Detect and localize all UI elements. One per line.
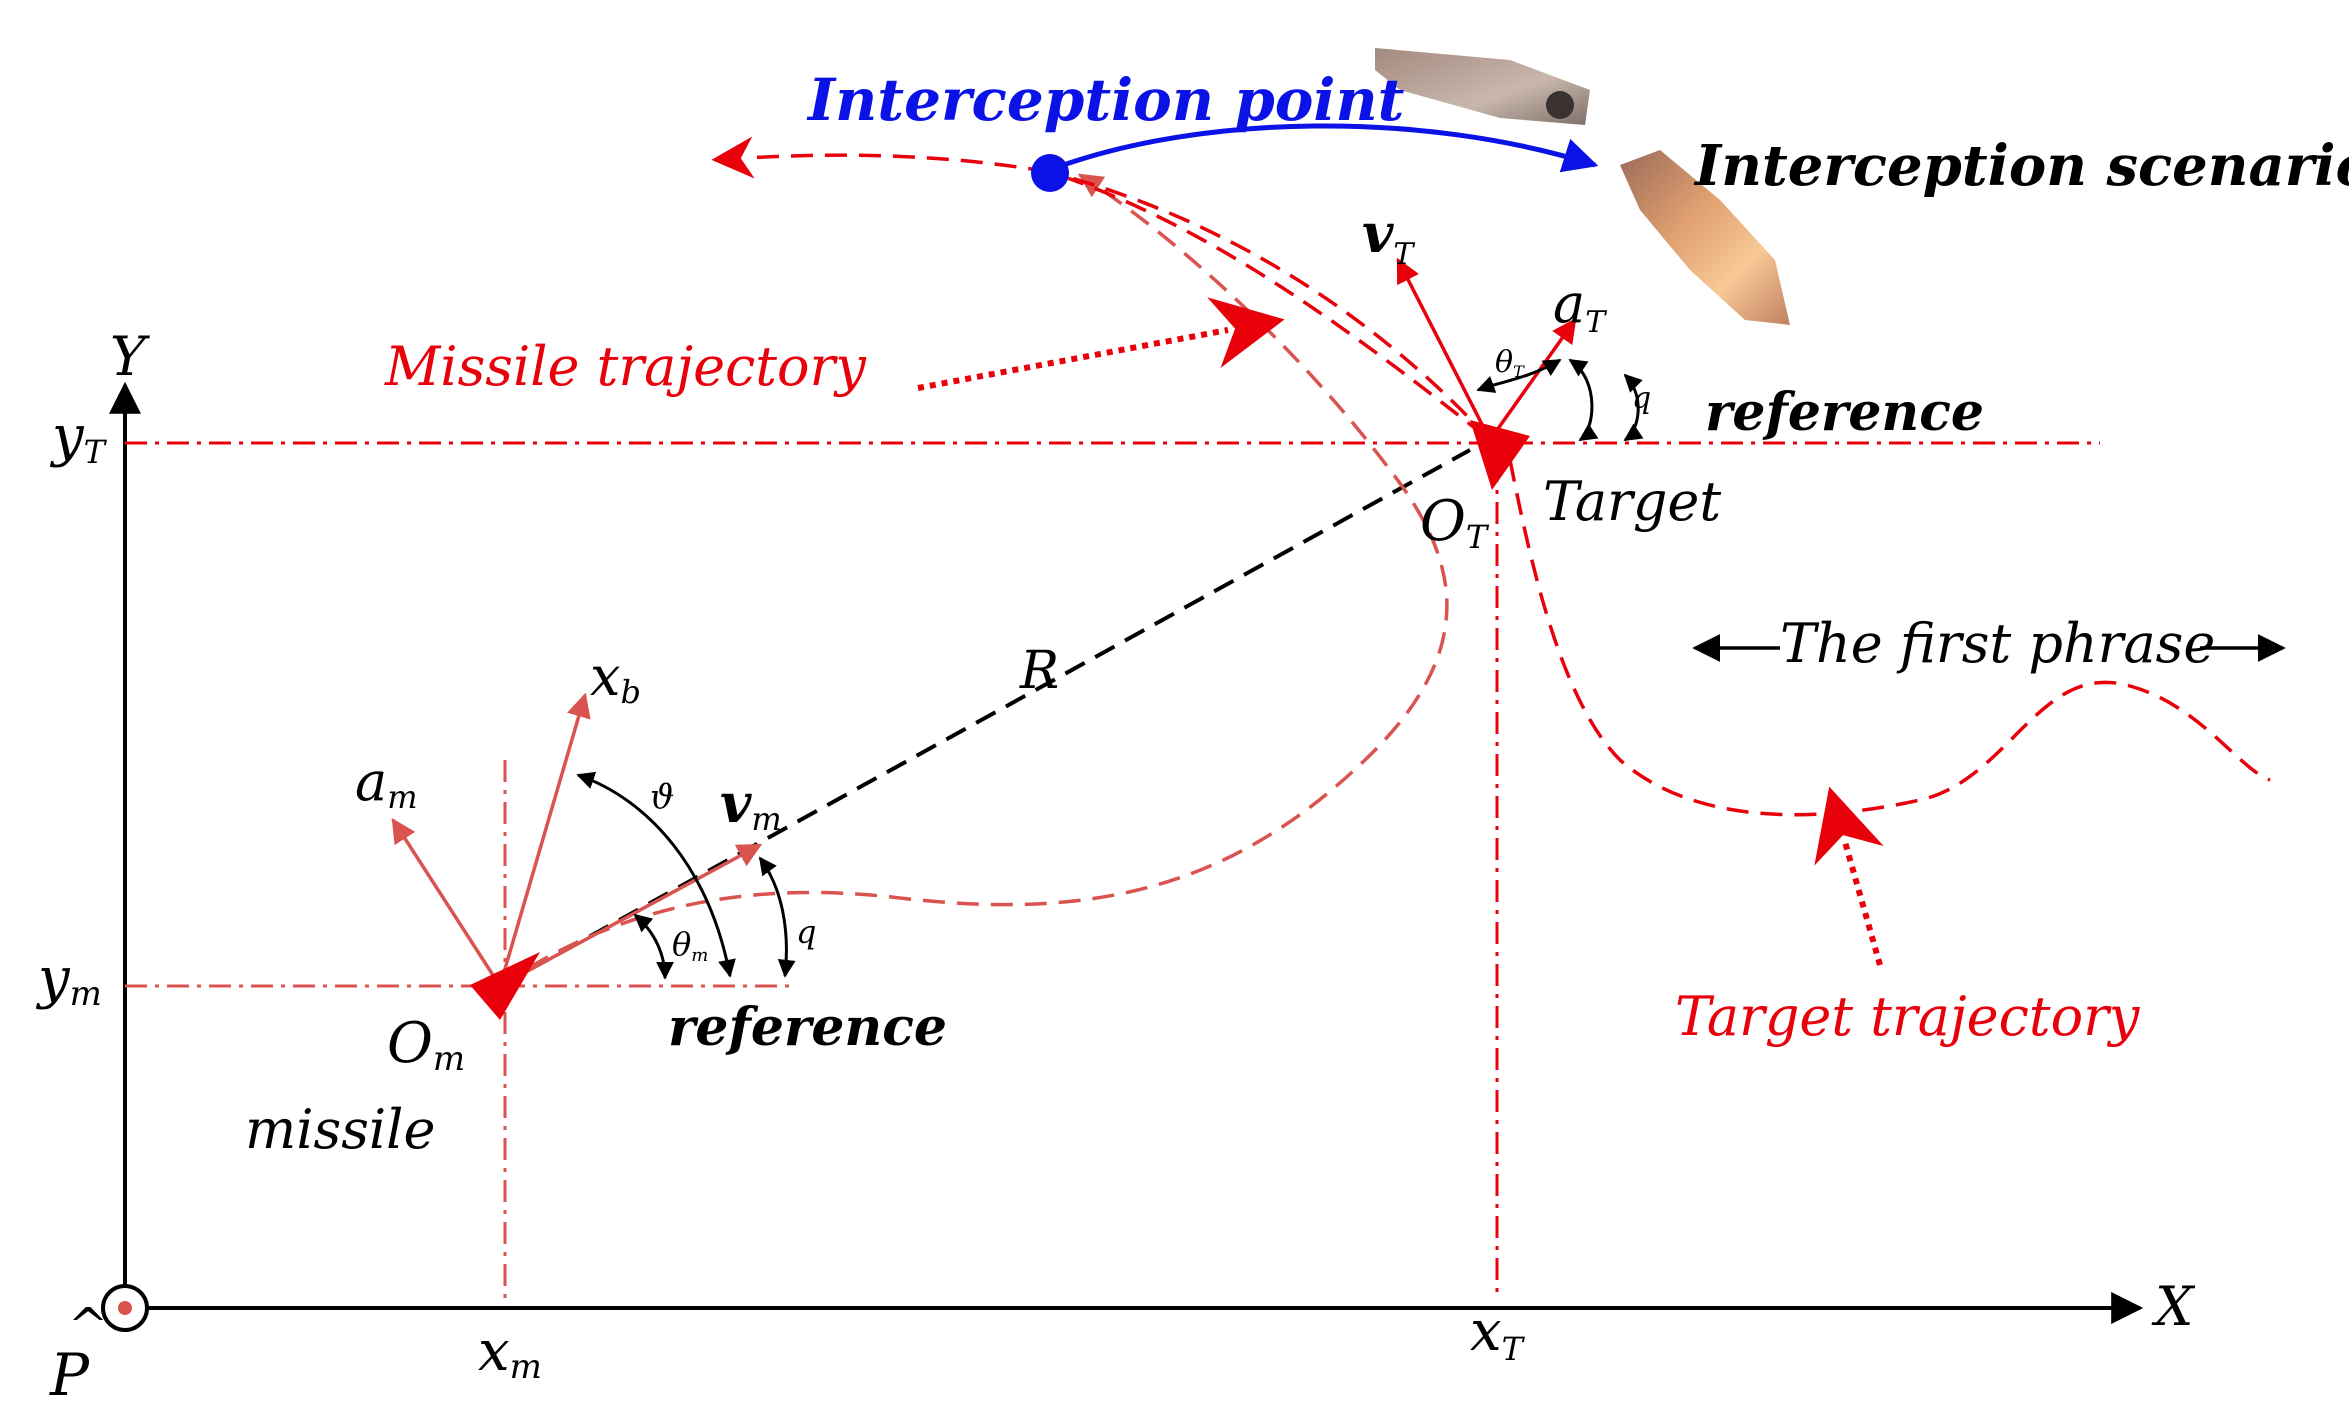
a-m-label: am — [355, 750, 418, 816]
missile-trajectory-pointer — [917, 297, 1285, 391]
reference-lines — [125, 441, 2100, 1300]
target-acceleration-vector — [1488, 318, 1577, 442]
o-t-label: OT — [1420, 489, 1490, 556]
y-t-tick-label: yT — [49, 404, 108, 471]
theta-pitch-label: ϑ — [650, 777, 674, 817]
pointer-arrows — [917, 297, 1884, 966]
target-trajectory-pointer — [1814, 786, 1884, 966]
trajectories — [499, 136, 2271, 988]
target-vectors — [1396, 257, 1644, 490]
predicted-trajectory-curve-1 — [1049, 170, 1492, 442]
theta-pitch-arc — [576, 771, 736, 978]
theta-t-label: θT — [1495, 345, 1525, 381]
v-m-label: vm — [720, 771, 782, 838]
interception-point-dot — [1031, 154, 1069, 192]
x-b-label: xb — [590, 645, 641, 711]
range-label: R — [1019, 641, 1059, 701]
target-velocity-vector — [1396, 257, 1492, 441]
origin-marker-dot — [118, 1301, 132, 1315]
a-t-label: aT — [1553, 272, 1607, 340]
q-t-arc-upper — [1568, 358, 1599, 442]
q-t-arc-lower — [1623, 373, 1644, 442]
interception-extension-curve — [711, 136, 1051, 179]
theta-m-label: θm — [672, 925, 708, 966]
missile-trajectory-label: Missile trajectory — [384, 335, 867, 398]
reference-bottom-label: reference — [668, 997, 947, 1058]
missile-trajectory-curve — [499, 173, 1449, 988]
missile-vectors — [391, 692, 796, 1020]
scenario-images — [1375, 48, 1790, 325]
interception-scenario-label: Interception scenario — [1693, 133, 2349, 199]
text-labels: Interception point Interception scenario… — [35, 66, 2349, 1409]
x-axis-label: X — [2151, 1275, 2196, 1338]
y-m-tick-label: ym — [35, 946, 102, 1014]
missile-acceleration-vector — [391, 817, 502, 987]
theta-t-arc — [1476, 358, 1562, 393]
theta-m-arc — [633, 913, 674, 980]
q-m-label: q — [796, 913, 816, 951]
missile-body-marker — [470, 952, 540, 1020]
o-m-label: Om — [387, 1011, 465, 1079]
reference-top-label: reference — [1705, 382, 1984, 443]
origin-label: P — [49, 1341, 90, 1409]
coordinate-axes — [101, 381, 2144, 1332]
q-m-arc — [758, 856, 796, 978]
missile-label: missile — [245, 1098, 435, 1161]
predicted-trajectory-curve-2 — [1049, 170, 1487, 438]
missile-image — [1375, 48, 1590, 125]
missile-body-axis-vector — [498, 692, 591, 987]
target-body-marker — [1470, 420, 1530, 490]
x-m-tick-label: xm — [478, 1319, 542, 1387]
interception-point-label: Interception point — [806, 66, 1405, 134]
missile-image-nose — [1546, 91, 1574, 119]
q-t-label: q — [1632, 381, 1651, 416]
v-t-label: vT — [1362, 201, 1415, 272]
interception-arc — [1054, 123, 1599, 173]
y-axis-label: Y — [110, 325, 150, 388]
missile-velocity-vector — [499, 843, 763, 988]
x-t-tick-label: xT — [1470, 1299, 1526, 1368]
target-trajectory-label: Target trajectory — [1675, 985, 2141, 1048]
first-phrase-label: The first phrase — [1780, 612, 2215, 675]
target-trajectory-curve — [1508, 459, 2271, 817]
origin-hat: ^ — [68, 1298, 108, 1354]
target-flame-image — [1620, 150, 1790, 325]
target-label: Target — [1543, 470, 1721, 533]
